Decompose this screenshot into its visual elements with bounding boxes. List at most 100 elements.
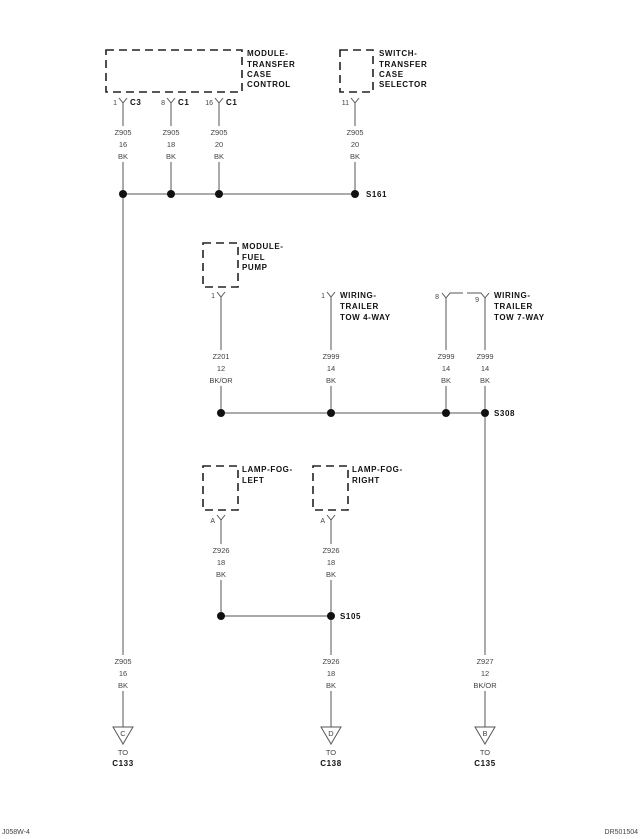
label-line: TRAILER <box>340 302 379 311</box>
wire-gauge: 18 <box>217 558 225 567</box>
label-line: FUEL <box>242 253 265 262</box>
splice-dot <box>217 612 225 620</box>
label-line: PUMP <box>242 263 268 272</box>
connector-id: C1 <box>226 98 237 107</box>
label-line: LEFT <box>242 476 264 485</box>
label-line: TOW 7-WAY <box>494 313 545 322</box>
wire-labels-middle: Z201 12 BK/OR Z999 14 BK Z999 14 BK Z999… <box>205 350 498 386</box>
label-line: MODULE- <box>242 242 284 251</box>
wire-circuit: Z905 <box>114 657 131 666</box>
offpage-connector-c135: B TO C135 <box>474 726 496 768</box>
wire-circuit: Z999 <box>476 352 493 361</box>
wire-circuit: Z905 <box>210 128 227 137</box>
label-line: TRANSFER <box>247 60 295 69</box>
wire-gauge: 14 <box>442 364 450 373</box>
wire-color: BK <box>441 376 451 385</box>
wire-color: BK <box>214 152 224 161</box>
switch-transfer-case-selector-label: SWITCH- TRANSFER CASE SELECTOR <box>379 49 427 89</box>
label-line: TRANSFER <box>379 60 427 69</box>
pin-number: 11 <box>342 100 349 107</box>
wire-labels-bottom: Z905 16 BK Z926 18 BK Z927 12 BK/OR <box>110 655 501 691</box>
wire-gauge: 20 <box>215 140 223 149</box>
wire-gauge: 18 <box>167 140 175 149</box>
offpage-connector-c138: D TO C138 <box>320 726 342 768</box>
pin-number: A <box>210 518 215 525</box>
splice-dot <box>351 190 359 198</box>
wire-gauge: 18 <box>327 558 335 567</box>
label-line: WIRING- <box>340 291 377 300</box>
wire-color: BK <box>326 681 336 690</box>
wire-gauge: 12 <box>217 364 225 373</box>
connector-name: C138 <box>320 759 342 768</box>
wire-color: BK <box>166 152 176 161</box>
connector-id: C3 <box>130 98 141 107</box>
connector-name: C133 <box>112 759 134 768</box>
label-line: LAMP-FOG- <box>242 465 293 474</box>
label-line: WIRING- <box>494 291 531 300</box>
wire-circuit: Z905 <box>162 128 179 137</box>
splice-dot <box>215 190 223 198</box>
wire-color: BK <box>216 570 226 579</box>
label-line: SWITCH- <box>379 49 417 58</box>
pin-number: 1 <box>321 293 325 300</box>
tow7-wires <box>441 292 490 727</box>
wire-gauge: 18 <box>327 669 335 678</box>
splice-dot <box>217 409 225 417</box>
wire-circuit: Z926 <box>322 546 339 555</box>
wire-gauge: 12 <box>481 669 489 678</box>
wire-labels-fog: Z926 18 BK Z926 18 BK <box>208 544 344 580</box>
label-line: LAMP-FOG- <box>352 465 403 474</box>
pin-number: 8 <box>161 100 165 107</box>
lamp-fog-left-box <box>202 465 239 511</box>
wire-color: BK/OR <box>473 681 497 690</box>
splice-dot <box>327 612 335 620</box>
module-fuel-pump-box <box>202 242 239 288</box>
pin-number: 9 <box>475 297 479 304</box>
connector-letter: B <box>482 729 487 738</box>
pin-number: 1 <box>211 293 215 300</box>
wire-labels-top: Z905 16 BK Z905 18 BK Z905 20 BK Z905 20… <box>110 126 368 162</box>
splice-dot <box>167 190 175 198</box>
wire-circuit: Z201 <box>212 352 229 361</box>
pin-number: 1 <box>113 100 117 107</box>
wire-color: BK <box>326 376 336 385</box>
switch-transfer-case-selector-box <box>339 49 374 93</box>
connector-letter: D <box>328 729 334 738</box>
wire-circuit: Z926 <box>212 546 229 555</box>
to-label: TO <box>118 748 128 757</box>
wire-circuit: Z905 <box>346 128 363 137</box>
module-transfer-case-control-label: MODULE- TRANSFER CASE CONTROL <box>247 49 295 89</box>
pin-number: 16 <box>205 100 213 107</box>
to-label: TO <box>326 748 336 757</box>
pin-number: 8 <box>435 294 439 301</box>
wire-gauge: 14 <box>327 364 335 373</box>
splice-label-s105: S105 <box>340 612 361 621</box>
splice-label-s308: S308 <box>494 409 515 418</box>
wire-color: BK <box>480 376 490 385</box>
wire-color: BK <box>118 681 128 690</box>
splice-s161-bus <box>122 193 355 727</box>
pin-number: A <box>320 518 325 525</box>
wire-gauge: 16 <box>119 669 127 678</box>
label-line: RIGHT <box>352 476 380 485</box>
connector-pins-top: 1 C3 8 C1 16 C1 11 <box>113 97 360 190</box>
figure-id: J058W-4 <box>2 829 30 836</box>
wire-circuit: Z927 <box>476 657 493 666</box>
splice-label-s161: S161 <box>366 190 387 199</box>
label-line: SELECTOR <box>379 80 427 89</box>
wire-color: BK/OR <box>209 376 233 385</box>
wire-gauge: 16 <box>119 140 127 149</box>
wire-circuit: Z905 <box>114 128 131 137</box>
wire-color: BK <box>326 570 336 579</box>
wire-circuit: Z999 <box>322 352 339 361</box>
wire-color: BK <box>118 152 128 161</box>
splice-dot <box>442 409 450 417</box>
to-label: TO <box>480 748 490 757</box>
label-line: CASE <box>379 70 404 79</box>
connector-letter: C <box>120 729 126 738</box>
splice-dot <box>327 409 335 417</box>
label-line: TRAILER <box>494 302 533 311</box>
wire-gauge: 20 <box>351 140 359 149</box>
label-line: MODULE- <box>247 49 289 58</box>
